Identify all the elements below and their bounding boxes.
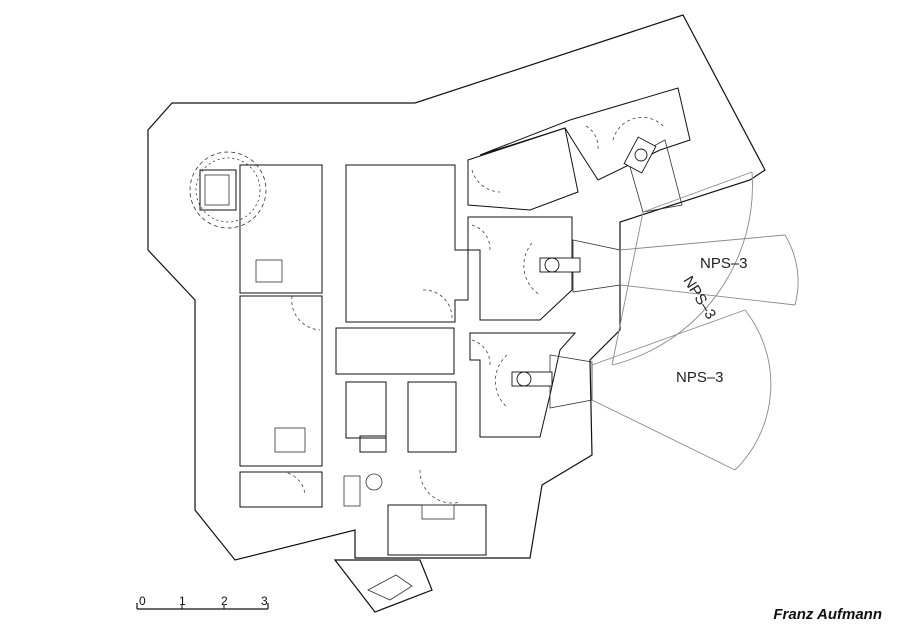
room-middle-left <box>239 295 323 467</box>
door-1 <box>291 295 321 331</box>
gun-arc-middle <box>523 242 541 296</box>
door-7 <box>419 469 461 504</box>
entrance-hall <box>387 504 487 556</box>
casemate-top <box>479 87 691 181</box>
door-5 <box>471 339 491 366</box>
scale-tick-0: 0 <box>139 594 146 608</box>
gas-lock <box>343 475 361 507</box>
corridor <box>335 327 455 375</box>
gun-middle <box>539 257 581 273</box>
door-6 <box>281 471 306 496</box>
room-lower-a-ext <box>359 435 387 453</box>
periscope-fitting-lower <box>274 427 306 453</box>
gun-arc-lower <box>494 354 509 409</box>
room-central-hall <box>345 164 469 323</box>
gun-arc-top <box>612 116 666 141</box>
door-8 <box>585 125 599 151</box>
ventilation-shaft <box>365 473 383 491</box>
observation-turret <box>189 151 267 229</box>
door-3 <box>471 169 501 193</box>
casemate-middle <box>467 216 573 321</box>
room-lower-b <box>407 381 457 453</box>
entrance-porch <box>333 559 433 613</box>
outer-wall-outline <box>147 14 766 561</box>
firing-sector-lower <box>591 309 772 471</box>
door-4 <box>471 224 491 251</box>
author-credit: Franz Aufmann <box>773 606 882 623</box>
porch-inner <box>367 574 413 601</box>
room-lower-a <box>345 381 387 439</box>
casemate-top-left <box>467 127 579 211</box>
scale-tick-3: 3 <box>261 594 268 608</box>
sector-label-1: NPS–3 <box>700 255 748 272</box>
scale-tick-1: 1 <box>179 594 186 608</box>
door-2 <box>422 289 453 319</box>
entrance-fitting <box>421 504 455 520</box>
sector-label-3: NPS–3 <box>676 369 724 386</box>
room-upper-left <box>239 164 323 294</box>
embrasure-lower <box>549 354 593 409</box>
scale-bar: 0 1 2 3 <box>136 594 269 610</box>
firing-sector-top <box>611 171 753 366</box>
periscope-fitting-upper <box>255 259 283 283</box>
gun-top <box>623 136 657 174</box>
room-lower-left <box>239 471 323 508</box>
scale-tick-2: 2 <box>221 594 228 608</box>
gun-lower <box>511 371 553 387</box>
firing-sector-middle <box>619 234 799 306</box>
casemate-lower <box>469 332 577 438</box>
